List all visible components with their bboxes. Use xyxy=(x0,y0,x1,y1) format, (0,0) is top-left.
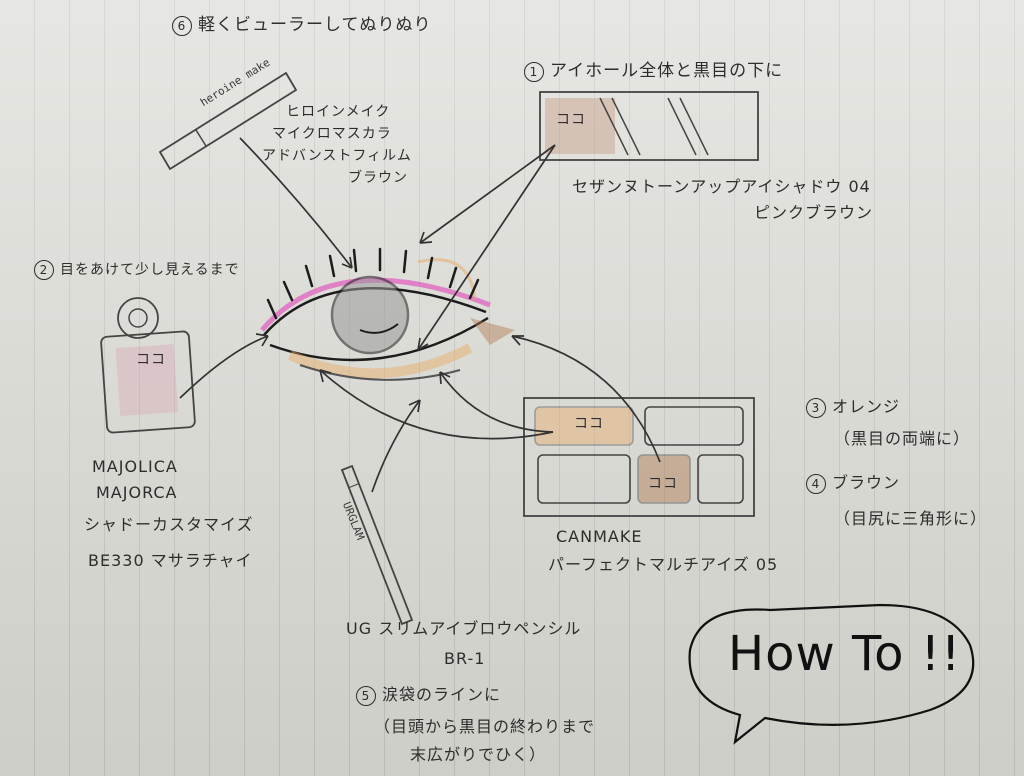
step6-number: 6 xyxy=(172,16,192,36)
step6-note: 6 軽くビューラーしてぬりぬり xyxy=(172,15,432,36)
mascara-line2: マイクロマスカラ xyxy=(272,126,392,142)
majolica-line3: シャドーカスタマイズ xyxy=(84,515,254,534)
majolica-line4: BE330 マサラチャイ xyxy=(88,551,253,570)
cezanne-product-name: セザンヌトーンアップアイシャドウ 04 xyxy=(572,177,871,196)
step2-text: 目をあけて少し見えるまで xyxy=(60,262,240,278)
ug-pencil-line1: UG スリムアイブロウペンシル xyxy=(346,619,582,638)
step3-line1: オレンジ xyxy=(832,397,901,416)
eyebrow-pencil xyxy=(340,464,414,626)
step6-text: 軽くビューラーしてぬりぬり xyxy=(198,15,432,35)
step2-number: 2 xyxy=(34,260,54,280)
mascara-tube xyxy=(158,71,298,171)
step1-number: 1 xyxy=(524,62,544,82)
majolica-line1: MAJOLICA xyxy=(92,457,178,476)
step5-line2: （目頭から黒目の終わりまで xyxy=(374,717,596,736)
step1-text: アイホール全体と黒目の下に xyxy=(550,61,784,81)
cezanne-palette xyxy=(539,91,759,161)
step4-number: 4 xyxy=(806,474,826,494)
mascara-line4: ブラウン xyxy=(348,170,408,186)
step5-number: 5 xyxy=(356,686,376,706)
ug-pencil-line2: BR-1 xyxy=(444,649,486,668)
howto-title: How To !! xyxy=(728,626,962,682)
step4-line1: ブラウン xyxy=(832,473,901,492)
majolica-swatch-label: ココ xyxy=(136,352,166,368)
step1-note: 1 アイホール全体と黒目の下に xyxy=(524,61,784,82)
mascara-line1: ヒロインメイク xyxy=(286,104,391,120)
canmake-palette xyxy=(523,397,755,517)
mascara-line3: アドバンストフィルム xyxy=(262,148,412,164)
step2-note: 2 目をあけて少し見えるまで xyxy=(34,260,240,280)
arrows xyxy=(179,137,661,493)
step3-detail: （黒目の両端に） xyxy=(834,429,971,448)
majolica-line2: MAJORCA xyxy=(96,483,178,502)
canmake-swatch-label-2: ココ xyxy=(648,476,678,492)
cezanne-swatch-label: ココ xyxy=(556,112,586,128)
step5-note: 5 涙袋のラインに xyxy=(356,685,502,706)
majolica-compact xyxy=(100,297,196,434)
step4-note: 4 ブラウン xyxy=(806,473,901,494)
canmake-swatch-label-1: ココ xyxy=(574,416,604,432)
eye-drawing xyxy=(260,247,515,381)
step5-line1: 涙袋のラインに xyxy=(382,685,502,704)
canmake-line2: パーフェクトマルチアイズ 05 xyxy=(548,555,779,574)
step5-line3: 末広がりでひく） xyxy=(410,745,547,764)
speech-bubble xyxy=(688,603,975,745)
step3-number: 3 xyxy=(806,398,826,418)
step4-detail: （目尻に三角形に） xyxy=(834,509,988,528)
step3-note: 3 オレンジ xyxy=(806,397,901,418)
canmake-line1: CANMAKE xyxy=(556,527,643,546)
cezanne-product-color: ピンクブラウン xyxy=(754,203,874,222)
